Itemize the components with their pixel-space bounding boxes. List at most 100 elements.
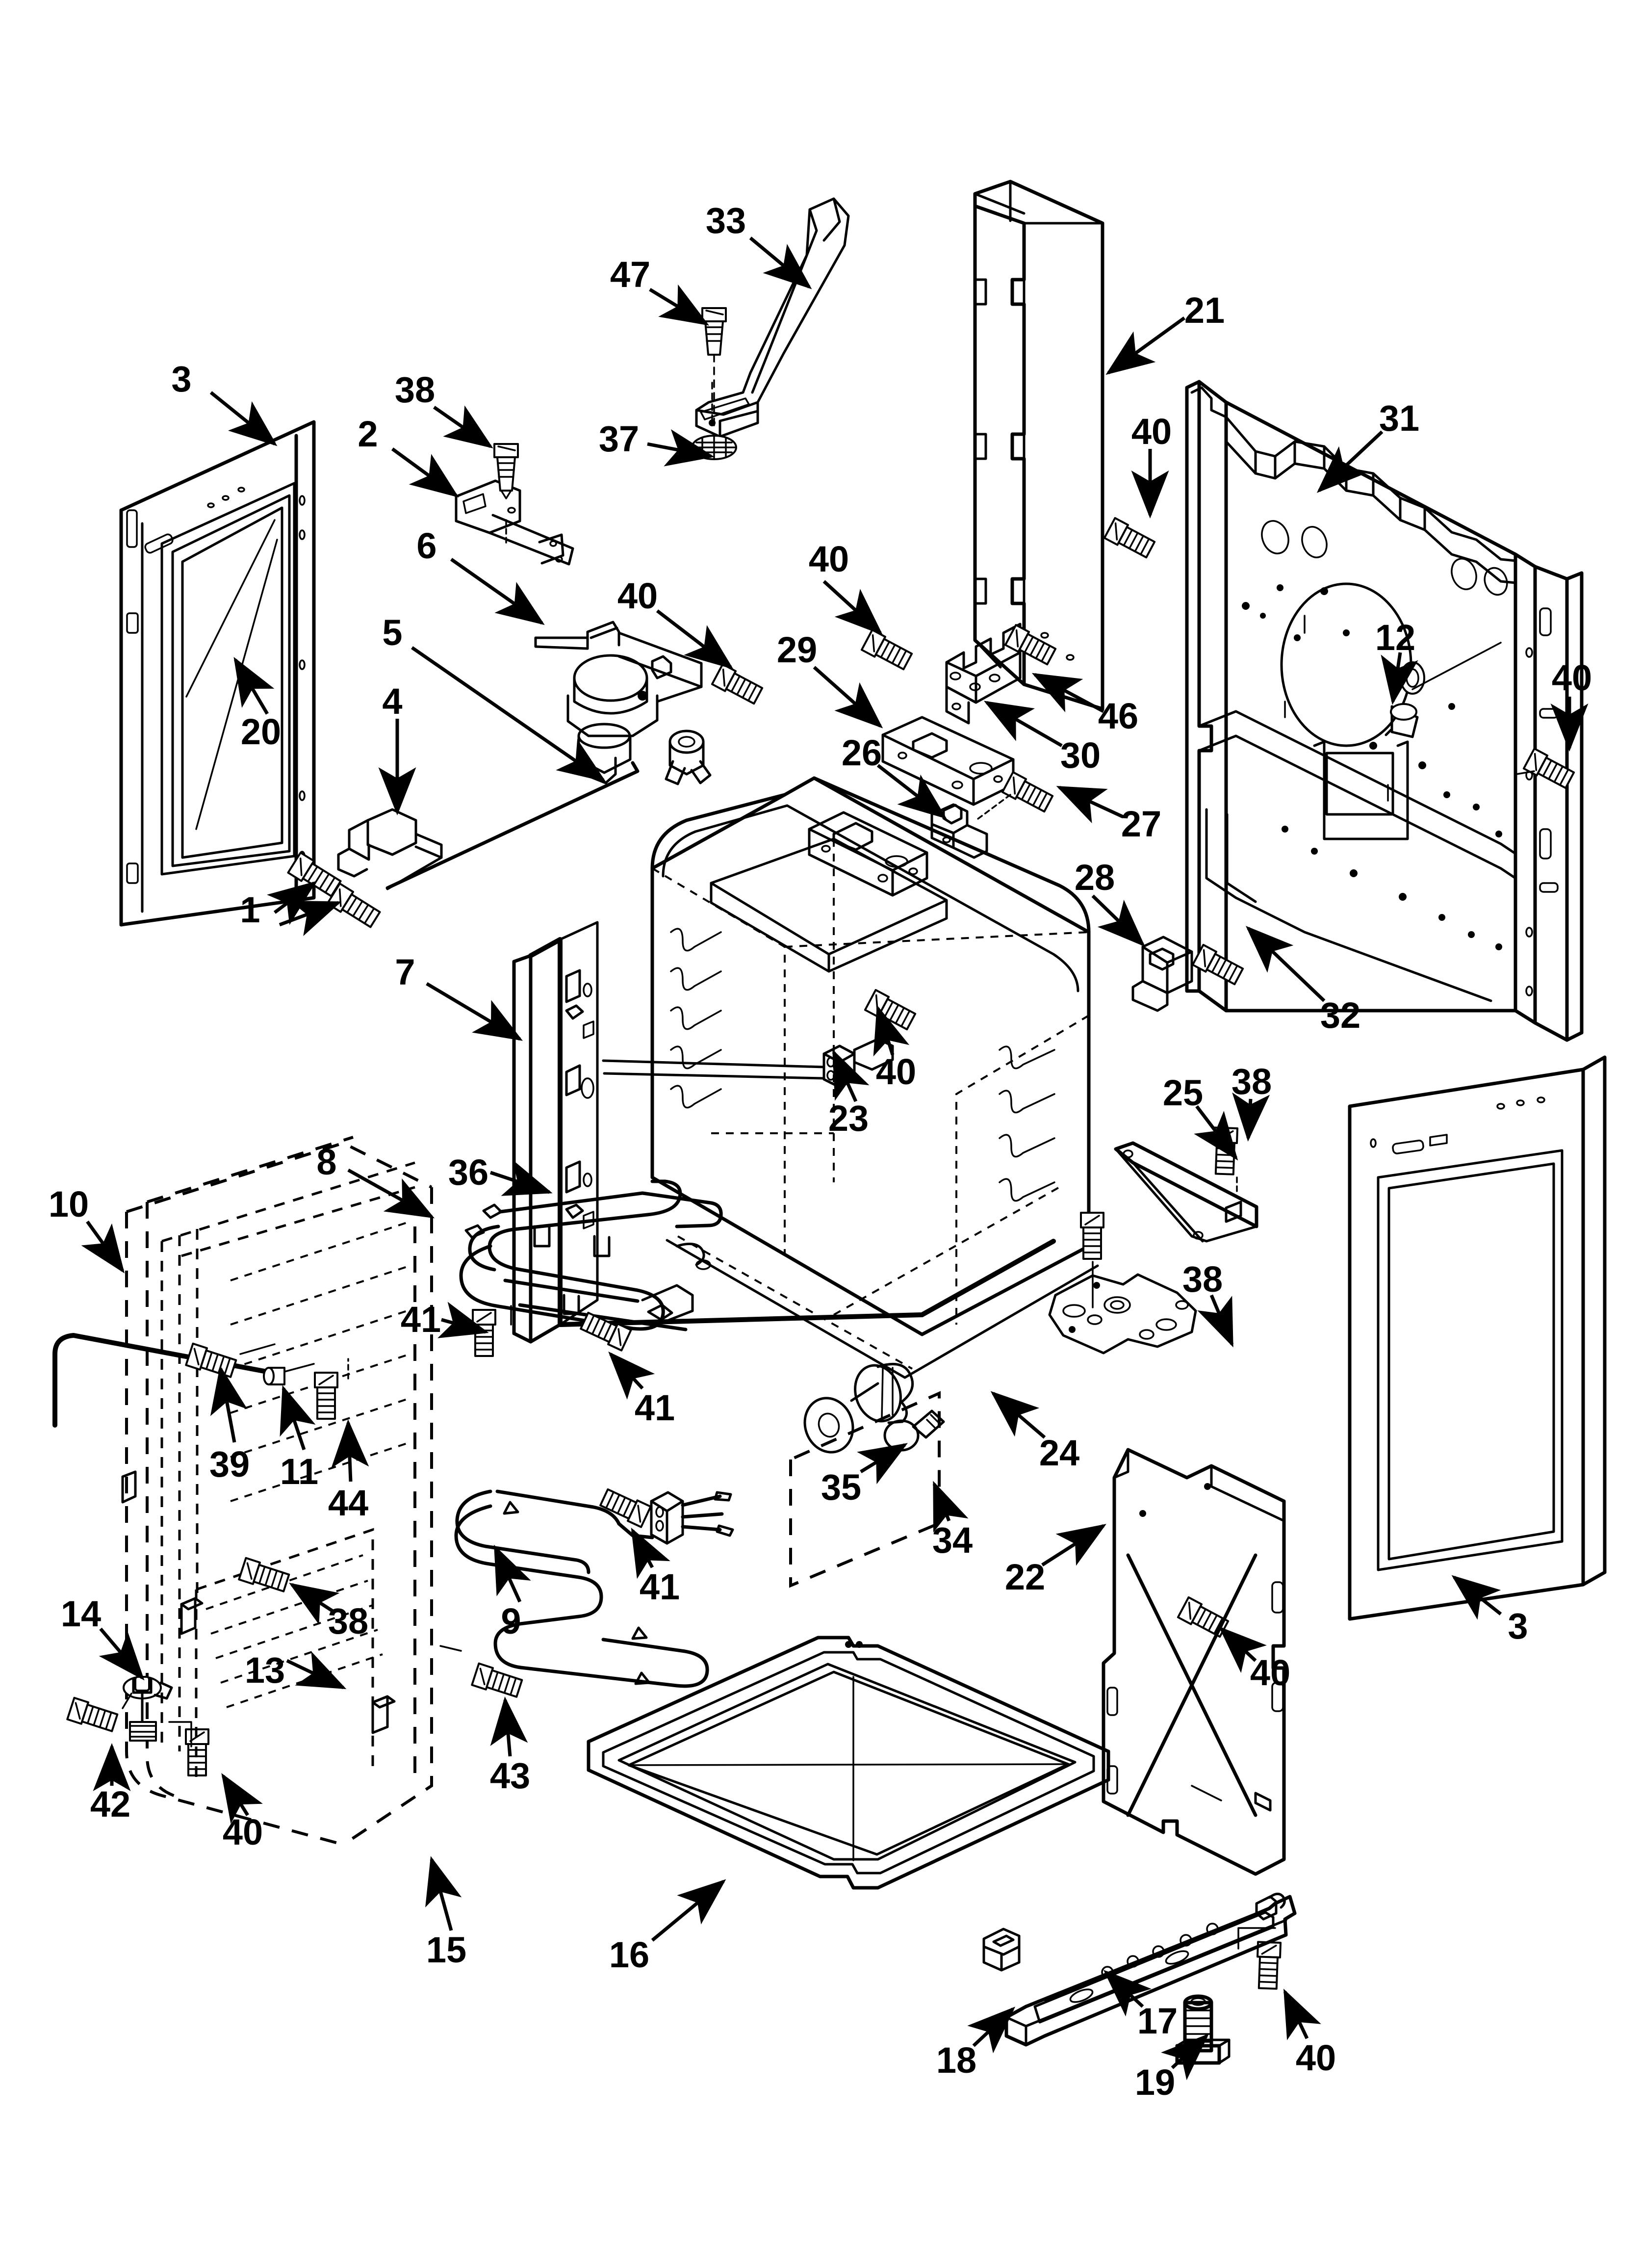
leader-line-21 [1091, 894, 1146, 947]
part-3-door-panel-left [119, 420, 316, 927]
leader-line-28 [1194, 1105, 1238, 1161]
leader-line-5 [647, 429, 715, 467]
leader-line-52 [1451, 1575, 1502, 1620]
callout-3-oven-door-outer-panel-right: 3 [1508, 1606, 1528, 1646]
part-28-bracket-clip [1131, 936, 1244, 1012]
callout-22-side-panel-right: 22 [1004, 1557, 1046, 1597]
leader-line-57 [1161, 2033, 1209, 2081]
leader-line-50 [221, 1773, 263, 1824]
callout-3-oven-door-outer-panel-left: 3 [171, 359, 192, 399]
callout-11-spacer-bushing: 11 [280, 1451, 319, 1492]
callout-25-support-brace: 25 [1162, 1072, 1204, 1113]
leader-line-19 [876, 764, 947, 819]
callout-29-latch-support-bracket: 29 [776, 629, 818, 670]
callout-40-screw: 40 [1295, 2037, 1336, 2078]
part-6-door-lock-motor [534, 621, 712, 785]
callout-40-screw: 40 [617, 575, 658, 616]
callout-38-screw: 38 [1182, 1259, 1223, 1300]
callout-5-door-lock-rod: 5 [382, 612, 403, 653]
callout-33-anti-tip-bracket: 33 [705, 200, 746, 241]
callout-15-insulation-blanket: 15 [426, 1929, 467, 1970]
leader-line-27 [832, 1049, 870, 1102]
leader-line-12 [411, 646, 606, 782]
leader-line-0 [209, 391, 278, 446]
callout-42-screw: 42 [90, 1784, 131, 1825]
part-10-retaining-wire [52, 1333, 285, 1428]
leader-lines [81, 236, 1589, 2081]
callout-9-broil-element: 9 [501, 1601, 521, 1642]
part-26-rail-support [808, 811, 928, 897]
part-4-lock-lever-clip [337, 808, 443, 890]
part-25-support-brace [1114, 1126, 1258, 1243]
callout-6-door-lock-motor-assembly: 6 [416, 525, 437, 566]
part-2-handle-bracket [455, 479, 574, 566]
callout-40-screw: 40 [1131, 411, 1172, 452]
part-46-terminal-block [945, 623, 1057, 725]
leader-line-8 [450, 558, 545, 626]
leader-line-42 [631, 1527, 670, 1579]
part-17-drawer-clip [982, 1928, 1021, 1972]
callout-46-terminal-block: 46 [1098, 696, 1139, 736]
part-36-door-hinge-receiver [512, 921, 599, 1344]
part-32-rear-panel [1185, 380, 1584, 1042]
leader-line-48 [490, 1696, 528, 1757]
callout-38-screw: 38 [394, 369, 436, 410]
part-44-screw [314, 1358, 349, 1420]
leader-line-23 [279, 900, 342, 937]
callout-18-drawer-slide-rail: 18 [936, 2040, 977, 2081]
leader-line-20 [1056, 785, 1124, 824]
leader-line-47 [99, 1627, 145, 1681]
part-14-leveling-leg [66, 1676, 192, 1747]
callout-4-door-lock-lever-clip: 4 [382, 681, 403, 722]
part-9-broil-element [454, 1489, 734, 1688]
leader-line-13 [813, 666, 883, 729]
callout-43-screw: 43 [489, 1755, 531, 1796]
part-8-bake-element [459, 1179, 723, 1331]
part-38-screw-lower [238, 1557, 290, 1592]
leader-line-30 [489, 1160, 553, 1196]
leader-line-22 [267, 881, 317, 925]
callout-10-insulation-wrap-wire: 10 [48, 1184, 89, 1225]
callout-34-lamp-kit-group: 34 [932, 1520, 973, 1561]
leader-line-1 [433, 405, 493, 448]
callout-20-door-inner-glass: 20 [240, 711, 282, 752]
callout-8-bake-element: 8 [316, 1142, 337, 1182]
callout-17-drawer-clip: 17 [1137, 2001, 1178, 2041]
leader-line-40 [857, 1443, 908, 1485]
leader-line-46 [286, 1651, 347, 1690]
leader-line-39 [990, 1391, 1046, 1439]
part-27-hinge-receiver [930, 771, 1054, 859]
part-34-lamp-kit-group [789, 1362, 945, 1588]
part-43-screw [439, 1645, 523, 1698]
leader-line-32 [81, 1220, 125, 1274]
callout-40-screw: 40 [875, 1051, 917, 1092]
leader-line-26 [873, 1005, 910, 1057]
part-38-screw-top [493, 443, 519, 546]
part-21-side-trim-panel [973, 180, 1104, 711]
leader-line-45 [289, 1583, 340, 1625]
callout-32-rear-panel: 32 [1320, 995, 1361, 1036]
callout-40-screw: 40 [222, 1812, 263, 1852]
part-18-drawer-slide-rail [1004, 1893, 1297, 2047]
callout-27-hinge-receiver: 27 [1121, 804, 1162, 844]
leader-line-25 [1245, 926, 1326, 1002]
leader-line-54 [651, 1879, 726, 1942]
leader-line-17 [1031, 673, 1104, 713]
callout-30-terminal-block-bracket: 30 [1060, 735, 1101, 776]
part-41-screws [472, 1305, 652, 1528]
part-23-temperature-sensor [602, 1038, 894, 1089]
leader-line-56 [967, 2007, 1016, 2054]
leader-line-3 [649, 284, 709, 326]
part-5-lock-rod [385, 761, 640, 890]
callout-41-screw: 41 [634, 1387, 675, 1428]
leader-line-4 [749, 236, 812, 289]
leader-line-35 [210, 1365, 248, 1443]
callout-40-screw: 40 [808, 539, 849, 579]
callout-2-door-handle-bracket: 2 [358, 414, 378, 454]
callout-47-screw: 47 [610, 254, 651, 295]
callout-41-screw: 41 [639, 1566, 680, 1607]
leader-line-41 [493, 1544, 531, 1603]
leader-line-53 [425, 1856, 462, 1931]
callout-44-screw: 44 [328, 1483, 369, 1523]
